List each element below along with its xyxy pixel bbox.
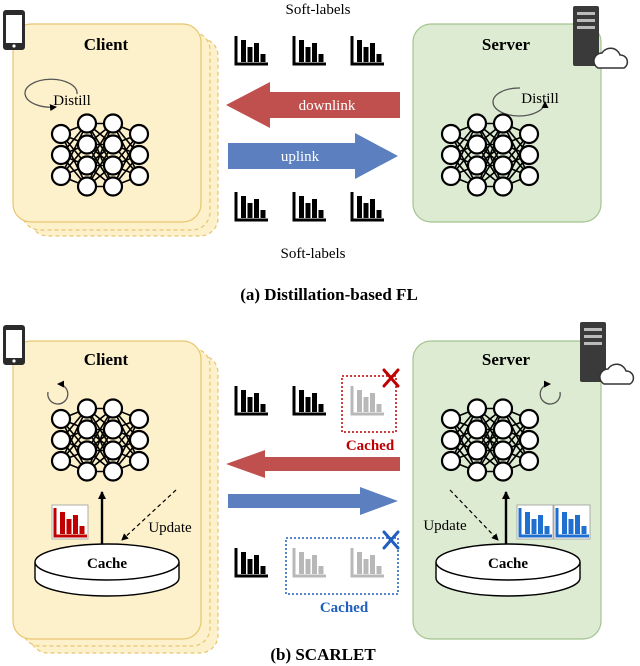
downlink-arrow (226, 450, 400, 478)
downlink-arrow: downlink (226, 82, 400, 128)
client-title: Client (84, 350, 129, 369)
bar-chart-icon (350, 192, 384, 222)
client-distill-label: Distill (53, 93, 91, 109)
neural-network-icon (50, 398, 150, 482)
server-icon (573, 6, 599, 66)
neural-network-icon (50, 113, 150, 197)
server-title: Server (482, 350, 531, 369)
client-update-arrow (121, 489, 177, 541)
server-update-label: Update (423, 518, 467, 534)
bar-chart-icon (234, 386, 268, 416)
panel-a: Client Distill Server (3, 2, 629, 304)
cloud-icon (593, 47, 629, 69)
phone-icon (3, 325, 25, 365)
cache-cylinder-icon: Cache (34, 543, 180, 597)
bar-chart-icon (350, 386, 384, 416)
client-box-b: Client (12, 340, 219, 654)
client-distill-loop: Distill (24, 78, 91, 112)
caption-b: (b) SCARLET (270, 645, 376, 664)
client-update-label: Update (148, 520, 192, 536)
bar-chart-icon (553, 504, 591, 540)
uplink-arrow (228, 487, 398, 515)
phone-icon (3, 10, 25, 50)
bar-chart-icon (292, 36, 326, 66)
neural-network-icon (440, 398, 540, 482)
server-title: Server (482, 35, 531, 54)
server-distill-loop: Distill (492, 87, 559, 117)
client-cache-label: Cache (87, 556, 127, 572)
bar-chart-icon (234, 36, 268, 66)
bar-chart-icon (350, 548, 384, 578)
bar-chart-icon (234, 192, 268, 222)
soft-labels-top: Soft-labels (286, 2, 351, 18)
bar-chart-icon (516, 504, 554, 540)
cached-top-label: Cached (346, 438, 395, 454)
server-icon (580, 322, 606, 382)
cloud-icon (599, 363, 635, 385)
uplink-label: uplink (281, 149, 320, 165)
downlink-label: downlink (299, 98, 356, 114)
cached-bottom-label: Cached (320, 600, 369, 616)
bar-chart-icon (292, 386, 326, 416)
server-distill-label: Distill (521, 91, 559, 107)
bar-chart-icon (350, 36, 384, 66)
bar-chart-icon (51, 504, 89, 540)
cross-icon (382, 530, 400, 550)
server-cache-label: Cache (488, 556, 528, 572)
soft-labels-bottom: Soft-labels (281, 246, 346, 262)
server-update-arrow (449, 489, 499, 541)
bar-chart-icon (234, 548, 268, 578)
bar-chart-icon (292, 192, 326, 222)
cache-cylinder-icon: Cache (435, 543, 581, 597)
refresh-loop-icon (539, 380, 561, 405)
neural-network-icon (440, 113, 540, 197)
cached-bottom-group: Cached (285, 530, 400, 616)
uplink-arrow: uplink (228, 133, 398, 179)
client-title: Client (84, 35, 129, 54)
refresh-loop-icon (47, 380, 69, 405)
caption-a: (a) Distillation-based FL (240, 285, 418, 304)
bar-chart-icon (292, 548, 326, 578)
cross-icon (382, 368, 400, 388)
cached-top-group: Cached (341, 368, 400, 454)
panel-b: Client Update Cache Server (3, 322, 635, 664)
